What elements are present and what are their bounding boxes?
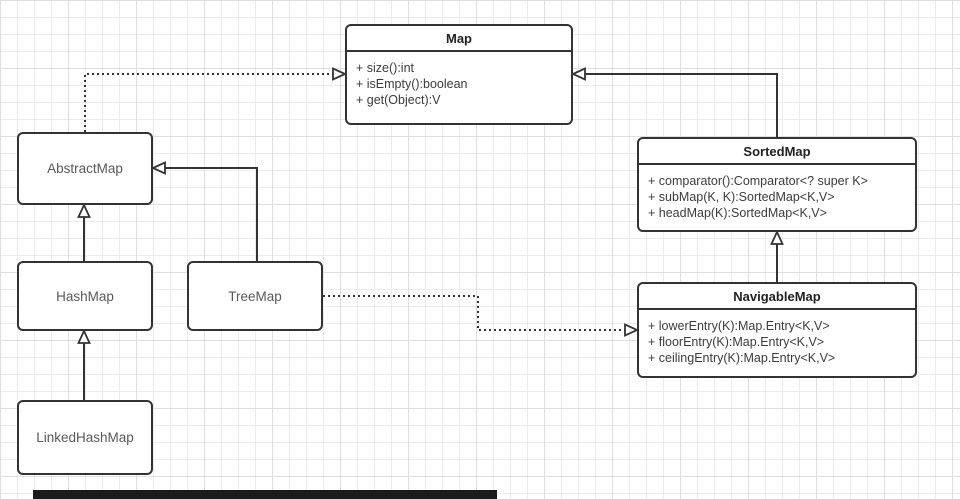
class-node-treemap[interactable]: TreeMap bbox=[187, 261, 323, 331]
method-ceilingentry: + ceilingEntry(K):Map.Entry<K,V> bbox=[648, 351, 836, 365]
method-isempty: + isEmpty():boolean bbox=[356, 77, 468, 91]
edge-sortedmap-extends-map[interactable] bbox=[585, 73, 778, 137]
class-title: Map bbox=[347, 26, 571, 52]
class-node-hashmap[interactable]: HashMap bbox=[17, 261, 153, 331]
class-node-sortedmap[interactable]: SortedMap + comparator():Comparator<? su… bbox=[637, 137, 917, 232]
class-node-linkedhashmap[interactable]: LinkedHashMap bbox=[17, 400, 153, 475]
class-title: NavigableMap bbox=[639, 284, 915, 310]
edge-treemap-implements-navigablemap-arrowhead-icon bbox=[624, 323, 640, 337]
edge-treemap-extends-abstractmap-arrowhead-icon bbox=[150, 161, 166, 175]
edge-navigablemap-extends-sortedmap-arrowhead-icon bbox=[770, 229, 784, 245]
method-lowerentry: + lowerEntry(K):Map.Entry<K,V> bbox=[648, 319, 830, 333]
class-title: LinkedHashMap bbox=[36, 430, 134, 445]
class-node-navigablemap[interactable]: NavigableMap + lowerEntry(K):Map.Entry<K… bbox=[637, 282, 917, 378]
method-size: + size():int bbox=[356, 61, 415, 75]
method-comparator: + comparator():Comparator<? super K> bbox=[648, 174, 868, 188]
class-title: HashMap bbox=[56, 288, 114, 304]
method-submap: + subMap(K, K):SortedMap<K,V> bbox=[648, 190, 835, 204]
class-title: SortedMap bbox=[639, 139, 915, 165]
class-methods: + lowerEntry(K):Map.Entry<K,V> + floorEn… bbox=[639, 310, 915, 366]
edge-abstractmap-implements-map[interactable] bbox=[84, 73, 333, 132]
method-headmap: + headMap(K):SortedMap<K,V> bbox=[648, 206, 827, 220]
edge-treemap-extends-abstractmap[interactable] bbox=[165, 167, 258, 261]
edge-linkedhashmap-extends-hashmap-arrowhead-icon bbox=[77, 328, 91, 344]
class-methods: + size():int + isEmpty():boolean + get(O… bbox=[347, 52, 571, 108]
edge-sortedmap-extends-map-arrowhead-icon bbox=[570, 67, 586, 81]
edge-hashmap-extends-abstractmap-arrowhead-icon bbox=[77, 202, 91, 218]
method-get: + get(Object):V bbox=[356, 93, 441, 107]
class-title: AbstractMap bbox=[47, 161, 123, 176]
edge-abstractmap-implements-map-arrowhead-icon bbox=[332, 67, 348, 81]
class-methods: + comparator():Comparator<? super K> + s… bbox=[639, 165, 915, 221]
class-title: TreeMap bbox=[228, 288, 282, 304]
taskbar-fragment bbox=[33, 490, 497, 499]
edge-treemap-implements-navigablemap[interactable] bbox=[323, 295, 625, 331]
class-node-map[interactable]: Map + size():int + isEmpty():boolean + g… bbox=[345, 24, 573, 125]
class-node-abstractmap[interactable]: AbstractMap bbox=[17, 132, 153, 205]
method-floorentry: + floorEntry(K):Map.Entry<K,V> bbox=[648, 335, 825, 349]
